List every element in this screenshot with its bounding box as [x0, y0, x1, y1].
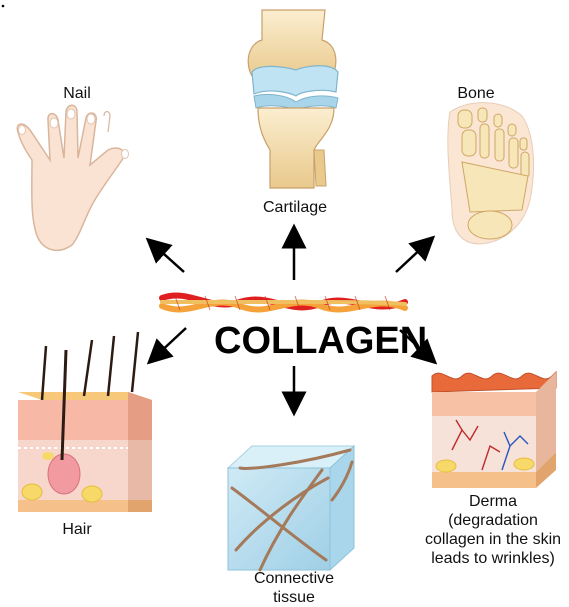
arrow-to-bone [396, 244, 426, 272]
derma-label-line: Derma [418, 492, 568, 511]
derma-label-line: collagen in the skin [418, 530, 568, 549]
hand-icon [17, 105, 128, 250]
collagen-title: COLLAGEN [214, 320, 427, 363]
connective-label-line: Connective [226, 569, 362, 588]
collagen-fibre-icon [162, 296, 405, 310]
foot-bones-icon [448, 103, 534, 244]
bone-label: Bone [448, 84, 504, 103]
skin-layers-icon [432, 372, 556, 488]
connective-tissue-cube-icon [228, 446, 354, 570]
connective-label-line: tissue [226, 588, 362, 607]
arrow-to-nail [155, 246, 184, 272]
derma-label-line: leads to wrinkles) [418, 549, 568, 568]
knee-joint-icon [248, 10, 338, 188]
arrow-to-hair [156, 328, 186, 356]
connective-label: Connective tissue [226, 569, 362, 607]
cartilage-label: Cartilage [250, 198, 340, 217]
nail-label: Nail [52, 84, 102, 103]
derma-label-line: (degradation [418, 511, 568, 530]
corner-dot [2, 5, 5, 8]
derma-label: Derma (degradation collagen in the skin … [418, 492, 568, 568]
hair-follicle-icon [18, 332, 152, 512]
hair-label: Hair [52, 520, 102, 539]
